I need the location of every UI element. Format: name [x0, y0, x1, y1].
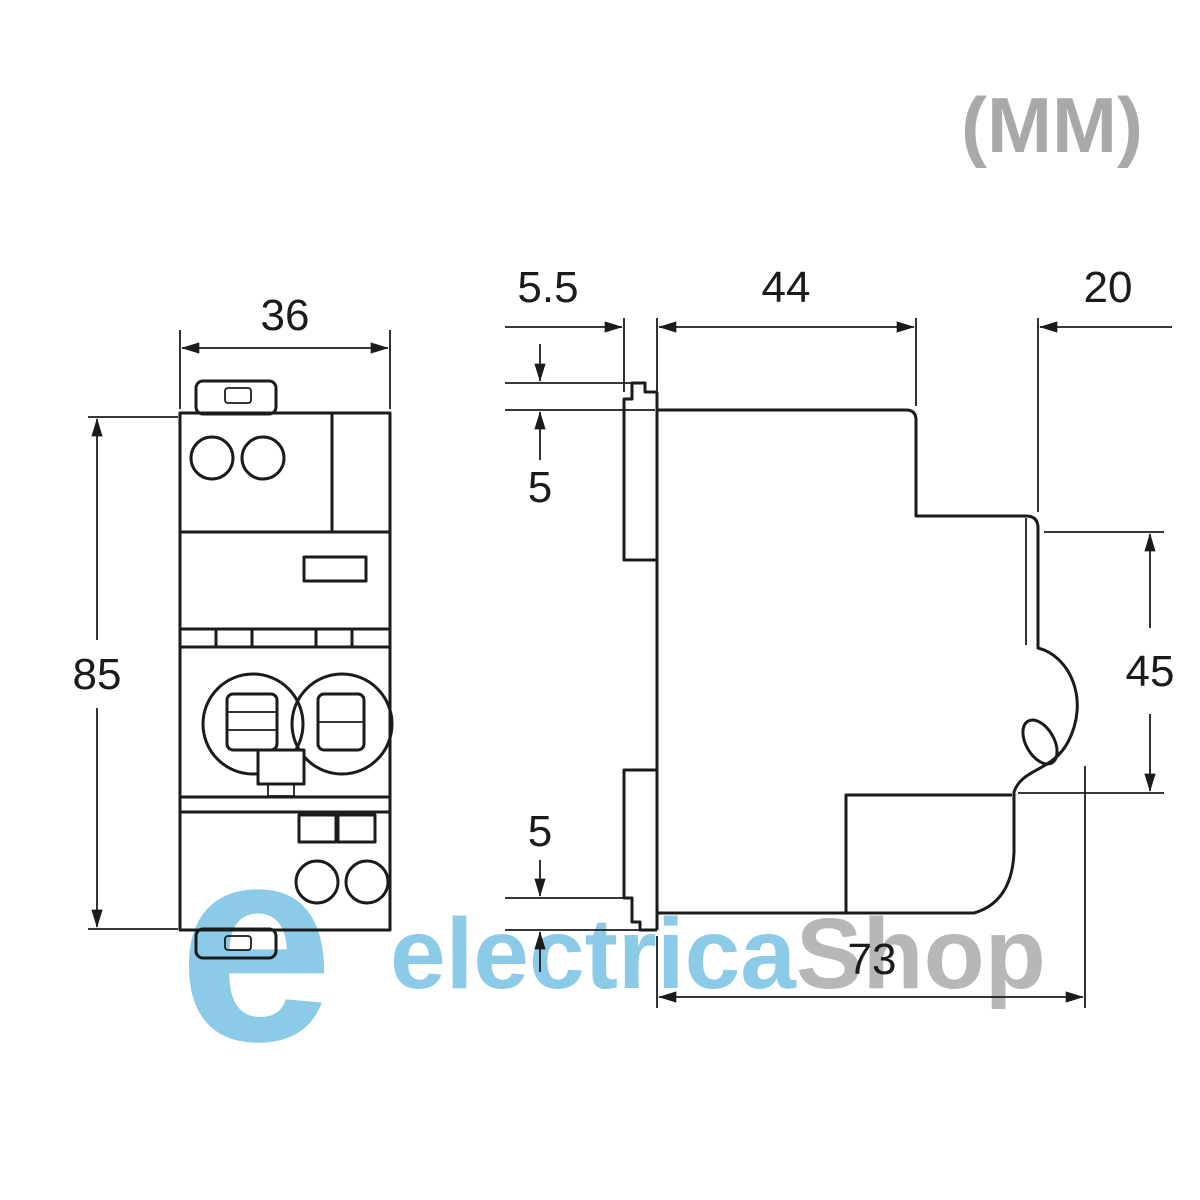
front-screw-right: [344, 859, 390, 905]
front-latch-tab-left: [214, 627, 254, 649]
front-body-outline: [178, 411, 392, 932]
front-terminal-block-right: [336, 813, 377, 844]
dim-top-clip-height-value: 5: [528, 463, 552, 512]
dim-rail-clip-depth: 5.5: [505, 263, 658, 402]
front-screw-left: [294, 859, 340, 905]
front-bottom-terminal: [194, 927, 278, 960]
dim-bottom-clip-height: 5: [505, 807, 650, 972]
side-view: [622, 381, 1079, 932]
dim-front-section-height-value: 45: [1126, 647, 1175, 696]
side-terminal-recess: [844, 793, 1012, 913]
front-latch-tab-right: [314, 627, 354, 649]
dim-upper-depth-value: 44: [762, 263, 811, 312]
watermark-brand: electricaShop: [390, 898, 1046, 1010]
dim-upper-depth: 44: [658, 263, 917, 406]
side-top-rail-clip: [622, 381, 657, 562]
dim-rail-clip-depth-value: 5.5: [517, 263, 578, 312]
front-toggle-dial-left: [201, 672, 305, 776]
front-terminal-block-left: [297, 813, 338, 844]
front-top-terminal: [194, 379, 278, 416]
front-bottom-terminal-screw-slot: [224, 935, 252, 951]
dim-front-height-value: 85: [73, 650, 122, 699]
dim-overall-depth-value: 73: [848, 935, 897, 984]
side-body-outline: [657, 408, 1079, 915]
watermark: e electricaShop: [178, 788, 1046, 1100]
front-top-terminal-screw-slot: [224, 387, 252, 404]
side-bottom-rail-clip: [622, 768, 657, 932]
watermark-logo-icon: e: [178, 788, 334, 1100]
dim-front-cap-depth: 20: [1037, 263, 1172, 512]
watermark-brand-primary: electrica: [390, 898, 797, 1010]
watermark-brand-secondary: Shop: [796, 898, 1046, 1010]
front-toggle-dial-right: [290, 672, 394, 776]
dim-bottom-clip-height-value: 5: [528, 807, 552, 856]
dim-front-cap-depth-value: 20: [1084, 263, 1133, 312]
units-label: (MM): [961, 81, 1143, 169]
front-view: [178, 379, 394, 960]
dim-front-height: 85: [73, 416, 178, 930]
front-indicator-button: [240, 435, 286, 481]
front-rocker-left: [225, 692, 279, 752]
dim-overall-depth: 73: [656, 766, 1086, 1008]
dim-front-width-value: 36: [261, 291, 310, 340]
dim-front-section-height: 45: [1018, 531, 1175, 794]
dim-front-width: 36: [179, 291, 391, 409]
side-toggle-lever-hole: [1021, 718, 1059, 766]
dim-top-clip-height: 5: [505, 344, 655, 512]
front-toggle-handle: [256, 748, 306, 786]
front-label-window: [302, 555, 368, 583]
front-test-button: [189, 435, 235, 481]
